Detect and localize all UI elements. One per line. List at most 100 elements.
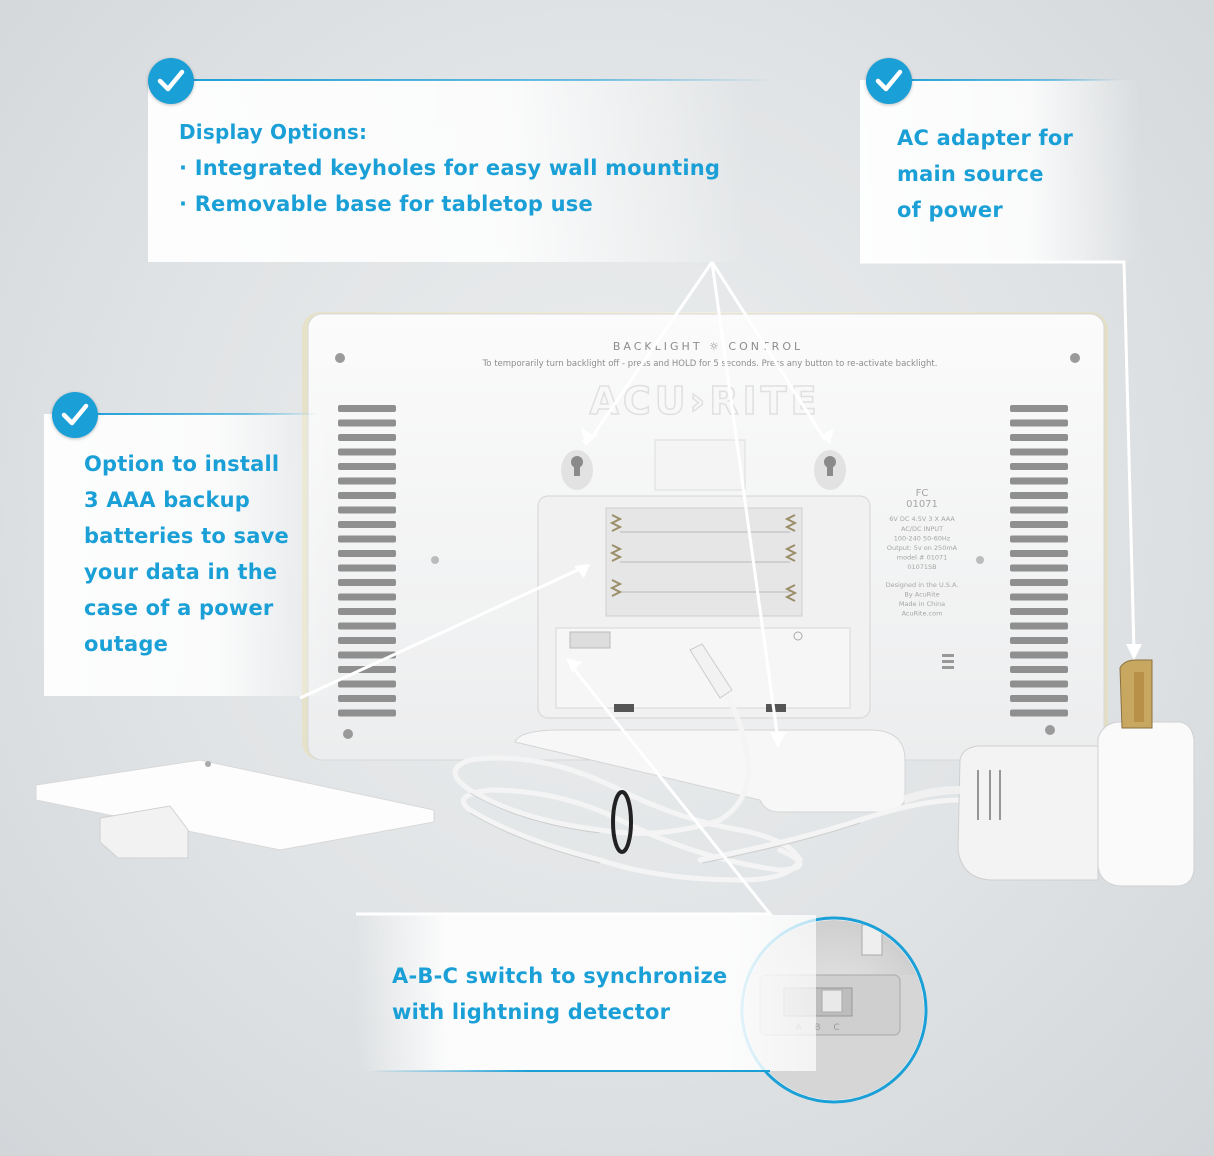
vent-slot: [1010, 608, 1068, 615]
vent-slot: [1010, 666, 1068, 673]
vent-slot: [338, 405, 396, 412]
check-icon: [52, 392, 98, 438]
pointer-display-keyhole-right: [710, 261, 827, 441]
callout-battery: [44, 414, 334, 696]
vent-slot: [338, 593, 396, 601]
regulatory-label-line: 100-240 50-60Hz: [894, 534, 951, 542]
regulatory-label-line: model # 01071: [897, 554, 948, 562]
pointer-switch: [356, 663, 774, 916]
vent-slot: [1010, 680, 1068, 688]
vent-slot: [338, 564, 396, 572]
regulatory-label-line: Output: 5v on 250mA: [887, 544, 958, 552]
keyhole-left: [561, 450, 593, 490]
vent-slot: [338, 419, 396, 427]
display-options-bullet-1: · Integrated keyholes for easy wall moun…: [179, 156, 721, 180]
vent-slot: [1010, 463, 1068, 470]
vent-right: [1010, 405, 1068, 717]
vent-slot: [338, 622, 396, 630]
battery-line-5: case of a power: [84, 596, 274, 620]
vent-slot: [1010, 434, 1068, 441]
pointer-display-stand: [710, 261, 780, 741]
vent-slot: [1010, 506, 1068, 514]
power-cable: [452, 657, 963, 883]
vent-slot: [1010, 419, 1068, 427]
ac-adapter: [902, 659, 1195, 887]
display-options-text: Display Options: · Integrated keyholes f…: [179, 114, 720, 222]
backlight-title: BACKLIGHT ☼ CONTROL: [613, 340, 803, 353]
vent-slot: [338, 695, 396, 702]
regulatory-label-line: By AcuRite: [904, 590, 939, 598]
callout-switch-line: [370, 1070, 770, 1072]
vent-slot: [1010, 593, 1068, 601]
vent-slot: [338, 477, 396, 485]
vent-slot: [1010, 535, 1068, 543]
vent-slot: [338, 434, 396, 441]
vent-slot: [338, 535, 396, 543]
vent-slot: [338, 651, 396, 659]
vent-slot: [1010, 622, 1068, 630]
display-options-heading: Display Options:: [179, 120, 368, 144]
regulatory-label-line: 01071: [906, 499, 938, 510]
vent-slot: [338, 637, 396, 644]
pointer-display-keyhole-left: [588, 261, 714, 441]
check-icon: [866, 58, 912, 104]
vent-slot: [1010, 695, 1068, 702]
switch-text: A-B-C switch to synchronize with lightni…: [392, 958, 727, 1030]
keyhole-right: [814, 450, 846, 490]
vent-slot: [338, 463, 396, 470]
vent-slot: [1010, 477, 1068, 485]
battery-line-4: your data in the: [84, 560, 278, 584]
vent-slot: [338, 666, 396, 673]
pointer-battery: [299, 566, 583, 700]
vent-slot: [1010, 405, 1068, 412]
callout-switch: [356, 915, 816, 1071]
vent-slot: [1010, 651, 1068, 659]
battery-cover: [35, 759, 435, 859]
vent-slot: [1010, 579, 1068, 586]
vent-slot: [1010, 448, 1068, 456]
vent-slot: [338, 550, 396, 557]
vent-slot: [338, 680, 396, 688]
ac-line-3: of power: [897, 198, 1003, 222]
regulatory-label-line: 6V DC 4.5V 3 X AAA: [889, 515, 955, 523]
vent-slot: [338, 579, 396, 586]
regulatory-label-line: AcuRite.com: [902, 610, 943, 618]
vent-slot: [1010, 564, 1068, 572]
ac-line-2: main source: [897, 162, 1044, 186]
vent-slot: [338, 506, 396, 514]
vent-slot: [1010, 550, 1068, 557]
battery-line-1: Option to install: [84, 452, 280, 476]
brand-emboss: ACU›RITE: [589, 379, 820, 423]
vent-slot: [1010, 521, 1068, 528]
ac-line-1: AC adapter for: [897, 126, 1074, 150]
battery-line-6: outage: [84, 632, 169, 656]
vent-slot: [338, 521, 396, 528]
callout-ac-line: [890, 79, 1120, 81]
battery-line-2: 3 AAA backup: [84, 488, 250, 512]
check-icon: [148, 58, 194, 104]
vent-slot: [338, 608, 396, 615]
switch-line-1: A-B-C switch to synchronize: [392, 964, 728, 988]
vent-left: [338, 405, 396, 717]
vent-slot: [338, 709, 396, 717]
vent-slot: [338, 492, 396, 499]
regulatory-label-line: AC/DC INPUT: [901, 525, 943, 533]
switch-line-2: with lightning detector: [392, 1000, 671, 1024]
regulatory-label-line: Designed in the U.S.A.: [886, 581, 959, 589]
callout-battery-line: [78, 413, 318, 415]
callout-ac-adapter: [860, 80, 1140, 262]
callout-display-line: [172, 79, 772, 81]
vent-slot: [338, 448, 396, 456]
display-options-bullet-2: · Removable base for tabletop use: [179, 192, 593, 216]
vent-slot: [1010, 709, 1068, 717]
battery-line-3: batteries to save: [84, 524, 289, 548]
battery-text: Option to install 3 AAA backup batteries…: [84, 446, 289, 662]
regulatory-label-line: FC: [916, 488, 929, 499]
vent-slot: [1010, 492, 1068, 499]
backlight-note: To temporarily turn backlight off - pres…: [482, 359, 938, 369]
ac-adapter-text: AC adapter for main source of power: [897, 120, 1073, 228]
regulatory-label-line: Made in China: [899, 600, 945, 608]
pointer-ac: [860, 260, 1136, 653]
